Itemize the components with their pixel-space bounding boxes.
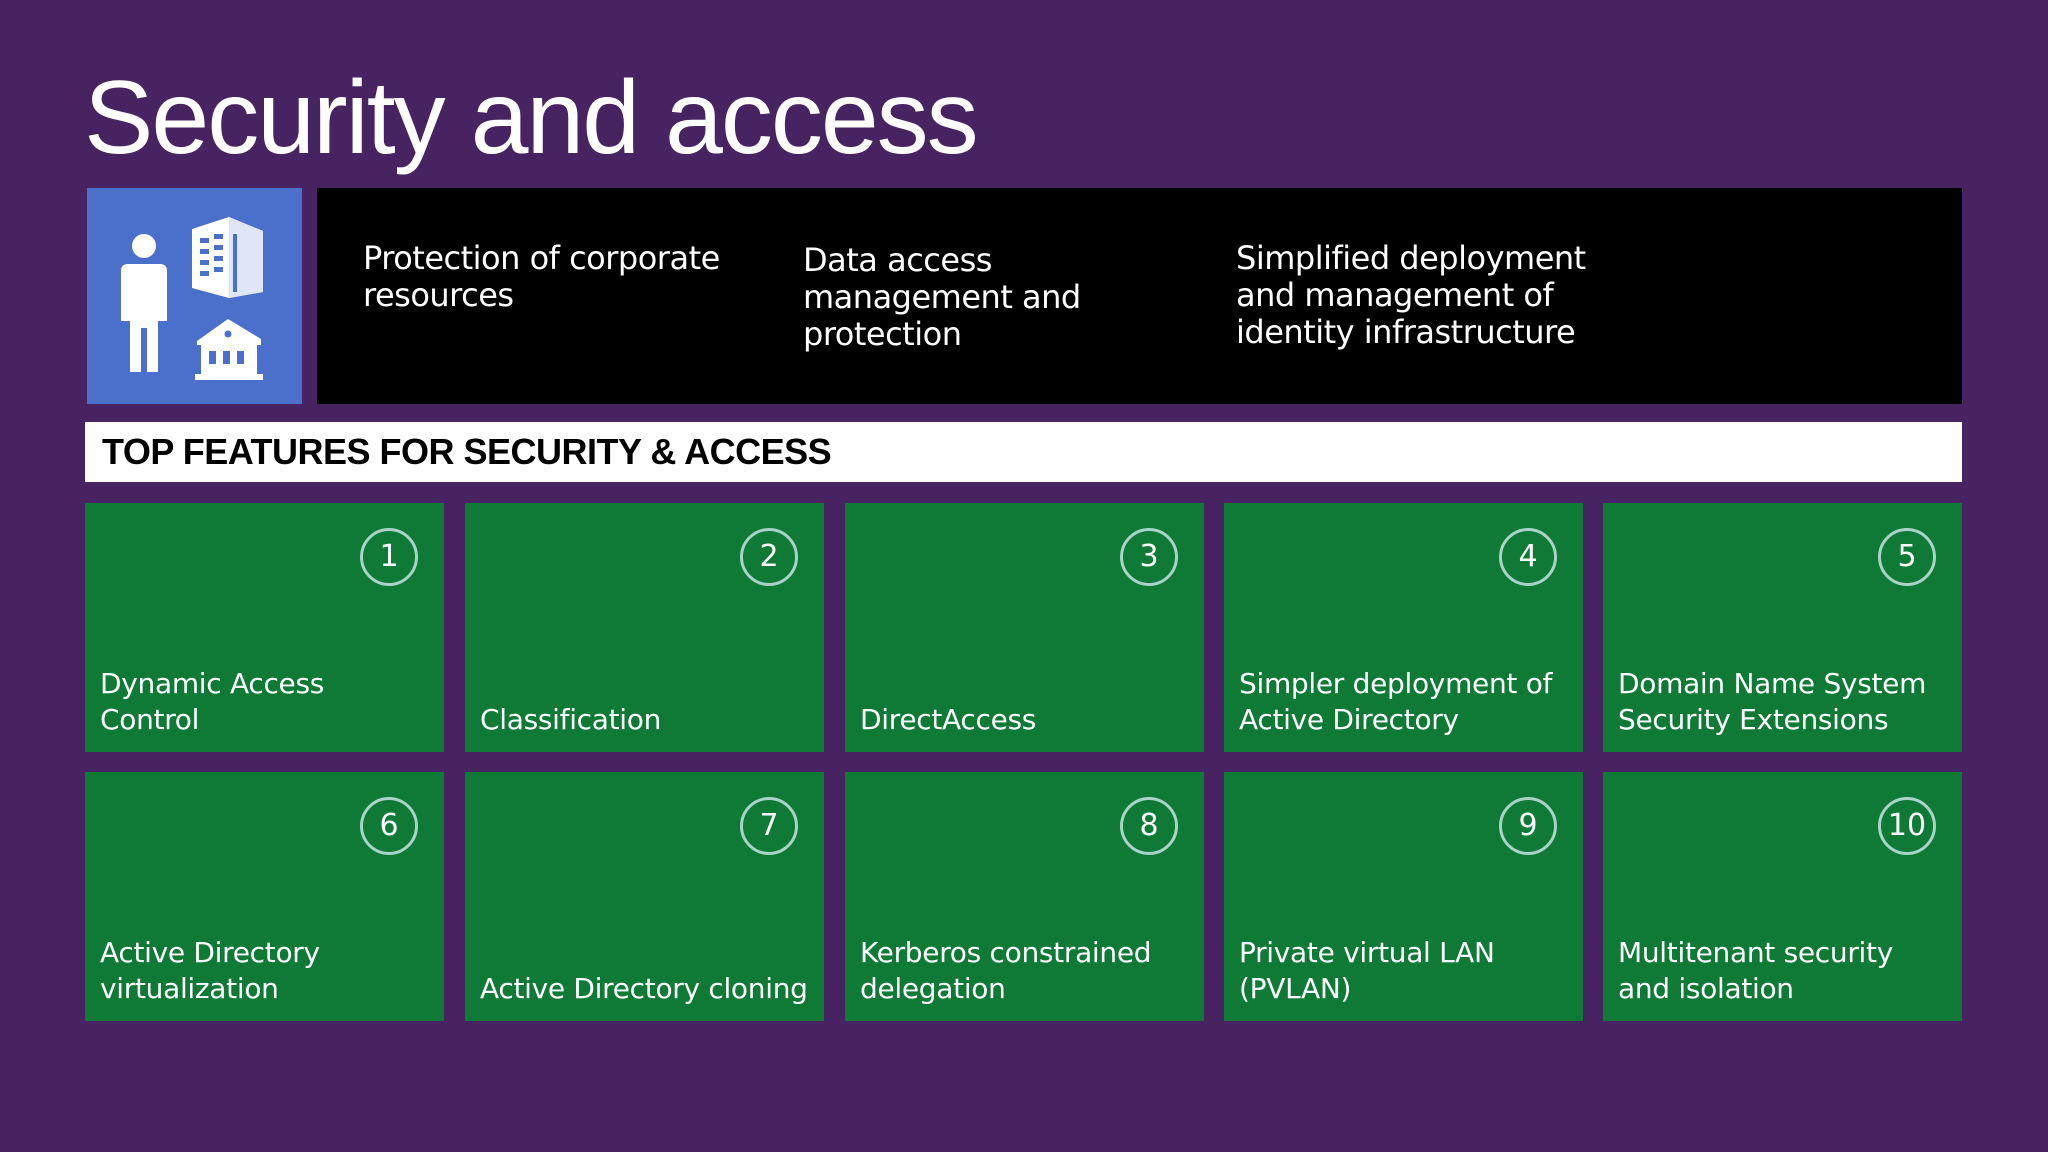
feature-label: Kerberos constrained delegation	[860, 936, 1152, 1005]
feature-tile-dnssec[interactable]: 5 Domain Name System Security Extensions	[1603, 503, 1962, 752]
feature-number: 8	[1120, 797, 1178, 855]
feature-number: 7	[740, 797, 798, 855]
hero-item-corporate-resources: Protection of corporate resources	[363, 239, 720, 314]
hero-item-data-access: Data access management and protection	[803, 241, 1081, 353]
feature-tile-multitenant-security[interactable]: 10 Multitenant security and isolation	[1603, 772, 1962, 1021]
hero-item-identity-infrastructure: Simplified deployment and management of …	[1236, 239, 1586, 351]
feature-label: Classification	[480, 703, 662, 736]
feature-tile-ad-virtualization[interactable]: 6 Active Directory virtualization	[85, 772, 444, 1021]
feature-tile-dynamic-access-control[interactable]: 1 Dynamic Access Control	[85, 503, 444, 752]
slide-title: Security and access	[84, 60, 979, 176]
hero-band: Protection of corporate resources Data a…	[317, 188, 1962, 404]
feature-number: 4	[1499, 528, 1557, 586]
feature-number: 2	[740, 528, 798, 586]
person-icon	[121, 234, 167, 372]
feature-number: 1	[360, 528, 418, 586]
feature-number: 5	[1878, 528, 1936, 586]
feature-label: Active Directory virtualization	[100, 936, 320, 1005]
feature-label: Simpler deployment of Active Directory	[1239, 667, 1553, 736]
feature-number: 6	[360, 797, 418, 855]
feature-tile-simpler-ad-deployment[interactable]: 4 Simpler deployment of Active Directory	[1224, 503, 1583, 752]
feature-tile-directaccess[interactable]: 3 DirectAccess	[845, 503, 1204, 752]
feature-label: Multitenant security and isolation	[1618, 936, 1893, 1005]
feature-number: 10	[1878, 797, 1936, 855]
features-header-bar: TOP FEATURES FOR SECURITY & ACCESS	[85, 422, 1962, 482]
feature-tile-pvlan[interactable]: 9 Private virtual LAN (PVLAN)	[1224, 772, 1583, 1021]
feature-tile-kerberos-delegation[interactable]: 8 Kerberos constrained delegation	[845, 772, 1204, 1021]
feature-number: 9	[1499, 797, 1557, 855]
features-heading: TOP FEATURES FOR SECURITY & ACCESS	[102, 431, 832, 472]
feature-label: Domain Name System Security Extensions	[1618, 667, 1927, 736]
feature-number: 3	[1120, 528, 1178, 586]
house-icon	[195, 319, 263, 380]
office-building-icon	[192, 217, 263, 298]
people-and-buildings-icon	[87, 188, 302, 404]
feature-tile-ad-cloning[interactable]: 7 Active Directory cloning	[465, 772, 824, 1021]
feature-label: DirectAccess	[860, 703, 1037, 736]
feature-label: Private virtual LAN (PVLAN)	[1239, 936, 1495, 1005]
feature-label: Dynamic Access Control	[100, 667, 325, 736]
feature-tile-classification[interactable]: 2 Classification	[465, 503, 824, 752]
feature-label: Active Directory cloning	[480, 972, 808, 1005]
